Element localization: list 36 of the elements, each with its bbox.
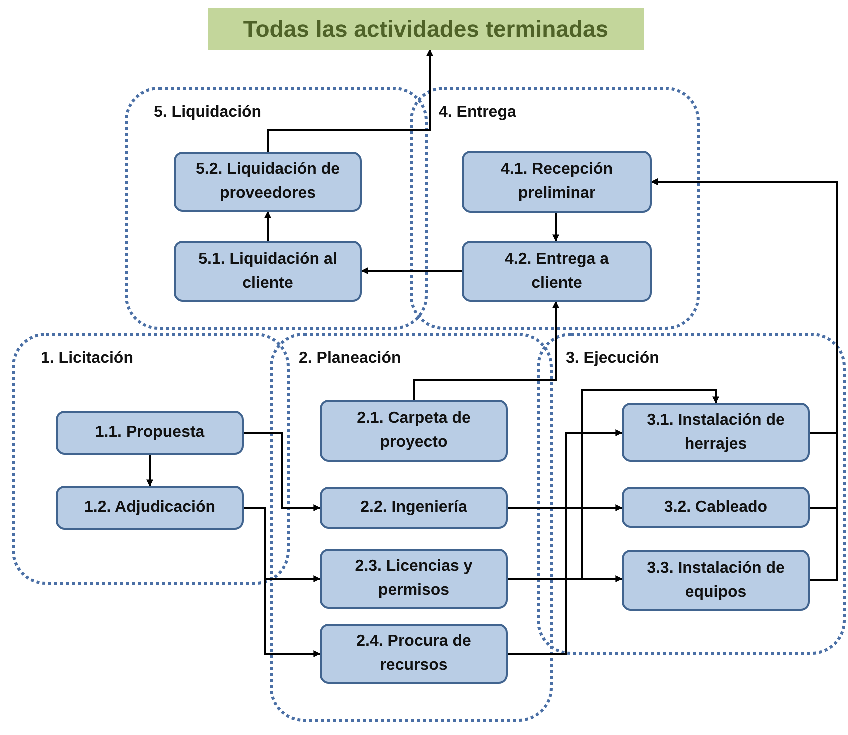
group-title: 1. Licitación <box>41 350 134 368</box>
arrow <box>552 213 560 242</box>
task-box: 4.1. Recepción preliminar <box>462 151 652 213</box>
task-box: 1.2. Adjudicación <box>56 486 244 530</box>
task-box: 3.2. Cableado <box>622 487 810 528</box>
task-box: 3.3. Instalación de equipos <box>622 550 810 611</box>
group-title: 2. Planeación <box>299 350 402 368</box>
phase-group <box>410 87 700 330</box>
arrow <box>508 504 623 512</box>
arrow <box>413 301 560 400</box>
phase-group <box>270 333 553 722</box>
task-box: 5.1. Liquidación al cliente <box>174 241 362 302</box>
task-box: 5.2. Liquidación de proveedores <box>174 152 362 212</box>
group-title: 4. Entrega <box>439 104 516 122</box>
phase-group <box>537 333 846 655</box>
task-box: 3.1. Instalación de herrajes <box>622 403 810 462</box>
arrow <box>244 432 321 512</box>
task-box: 2.1. Carpeta de proyecto <box>320 400 508 462</box>
arrow <box>361 268 462 274</box>
arrow <box>244 507 321 658</box>
task-box: 2.4. Procura de recursos <box>320 624 508 684</box>
arrow <box>651 178 838 581</box>
arrow <box>508 389 720 580</box>
task-box: 4.2. Entrega a cliente <box>462 241 652 302</box>
arrow <box>508 430 623 655</box>
arrow <box>267 49 434 152</box>
phase-group <box>125 87 428 330</box>
phase-group <box>12 333 290 585</box>
arrow <box>146 455 154 487</box>
task-box: 2.2. Ingeniería <box>320 487 508 529</box>
group-title: 5. Liquidación <box>154 104 262 122</box>
goal-box: Todas las actividades terminadas <box>208 8 644 50</box>
task-box: 1.1. Propuesta <box>56 411 244 455</box>
arrow <box>264 211 272 241</box>
task-box: 2.3. Licencias y permisos <box>320 549 508 609</box>
group-title: 3. Ejecución <box>566 350 660 368</box>
